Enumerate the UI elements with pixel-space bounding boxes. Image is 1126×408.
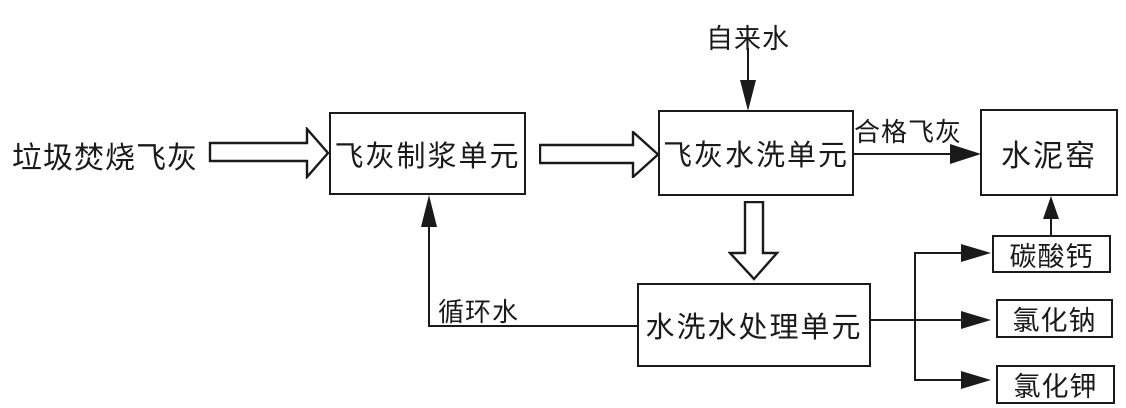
- water-treatment-unit-label: 水洗水处理单元: [645, 312, 863, 344]
- treatment-output-branch-vertical-line: [914, 252, 916, 381]
- caco3-to-kiln-arrowhead-icon: [1043, 196, 1059, 219]
- calcium-carbonate-box: 碳酸钙: [992, 235, 1111, 273]
- recycled-water-arrowhead-icon: [421, 195, 437, 227]
- sodium-chloride-box: 氯化钠: [996, 299, 1113, 338]
- block-arrow-source-to-slurry-icon: [208, 127, 330, 179]
- sodium-chloride-label: 氯化钠: [1012, 306, 1097, 336]
- recycled-water-label: 循环水: [438, 298, 520, 327]
- treatment-output-main-line: [871, 319, 962, 321]
- qualified-ash-arrowhead-icon: [950, 144, 981, 164]
- recycled-water-horizontal-line: [428, 325, 638, 327]
- qualified-fly-ash-label: 合格飞灰: [854, 118, 963, 147]
- cement-kiln-label: 水泥窑: [1001, 139, 1097, 173]
- recycled-water-vertical-line: [428, 224, 430, 327]
- washing-unit-box: 飞灰水洗单元: [658, 110, 854, 196]
- block-arrow-slurry-to-washing-icon: [539, 131, 660, 178]
- nacl-branch-arrowhead-icon: [961, 311, 991, 329]
- caco3-to-kiln-line: [1050, 212, 1052, 235]
- treatment-output-bottom-branch-line: [914, 379, 962, 381]
- potassium-chloride-label: 氯化钾: [1013, 372, 1098, 402]
- qualified-ash-line: [853, 153, 953, 155]
- slurry-unit-box: 飞灰制浆单元: [329, 112, 526, 195]
- potassium-chloride-box: 氯化钾: [996, 365, 1115, 404]
- source-material-label: 垃圾焚烧飞灰: [12, 142, 198, 175]
- caco3-branch-arrowhead-icon: [961, 244, 991, 262]
- water-treatment-unit-box: 水洗水处理单元: [637, 283, 871, 367]
- calcium-carbonate-label: 碳酸钙: [1009, 241, 1094, 272]
- slurry-unit-label: 飞灰制浆单元: [334, 140, 521, 173]
- cement-kiln-box: 水泥窑: [980, 109, 1118, 196]
- washing-unit-label: 飞灰水洗单元: [662, 140, 849, 172]
- tap-water-arrowhead-icon: [740, 80, 756, 111]
- block-arrow-washing-to-treatment-icon: [728, 201, 780, 281]
- kcl-branch-arrowhead-icon: [961, 371, 991, 389]
- treatment-output-top-branch-line: [914, 252, 962, 254]
- tap-water-line: [747, 48, 749, 92]
